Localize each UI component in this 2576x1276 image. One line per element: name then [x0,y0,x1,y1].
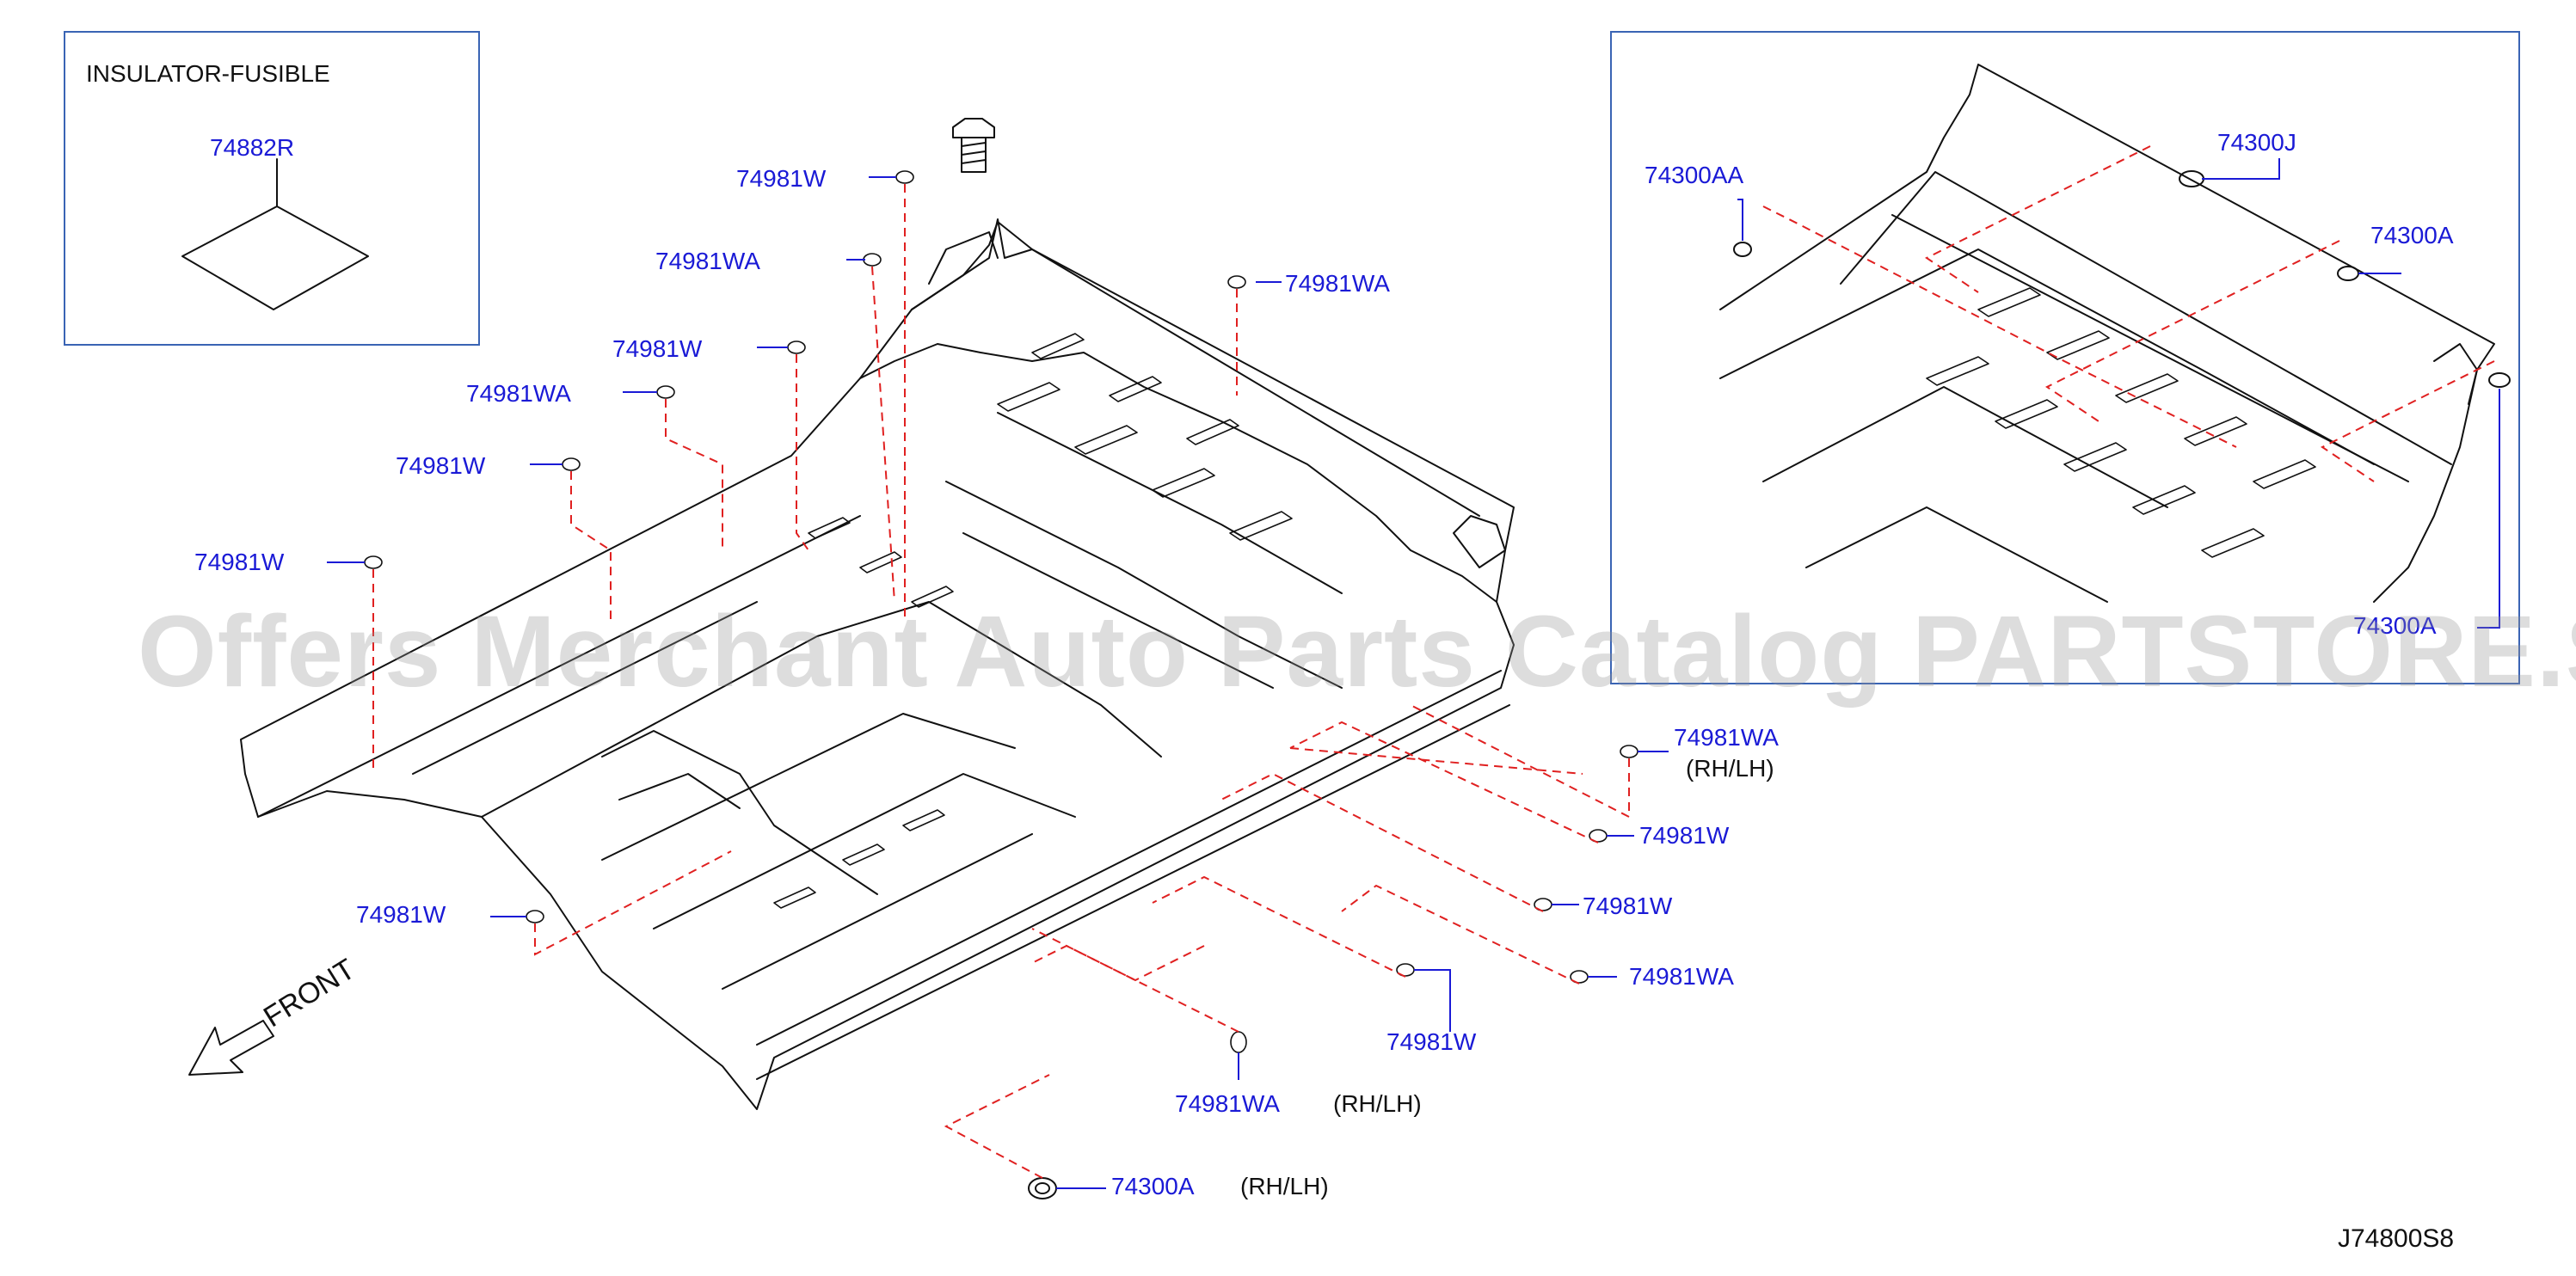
clip-icon [1028,1177,1057,1199]
part-74300J[interactable]: 74300J [2217,129,2296,156]
callout-74981WA[interactable]: 74981WA [1285,270,1390,297]
callout-74981W[interactable]: 74981W [1386,1028,1477,1055]
inset-title: INSULATOR-FUSIBLE [86,60,330,87]
callout-74981WA[interactable]: 74981WA [466,380,571,407]
callout-74981W[interactable]: 74981W [736,165,827,192]
note-rhlh: (RH/LH) [1686,755,1774,782]
callout-74981W[interactable]: 74981W [612,335,703,362]
watermark: Offers Merchant Auto Parts Catalog PARTS… [138,595,2576,709]
insulator-shape [181,206,369,310]
callout-74981W[interactable]: 74981W [396,452,486,479]
bolt-icon [952,118,995,173]
part-74300A-inset-lower[interactable]: 74300A [2353,612,2437,639]
part-74300AA[interactable]: 74300AA [1645,162,1744,188]
part-74882R[interactable]: 74882R [210,134,295,161]
note-rhlh: (RH/LH) [1240,1173,1329,1199]
inset-insulator-box [64,31,480,346]
callout-74981WA[interactable]: 74981WA [1175,1090,1280,1117]
note-rhlh: (RH/LH) [1333,1090,1422,1117]
callout-74981W[interactable]: 74981W [194,549,285,575]
callout-74981W[interactable]: 74981W [1583,893,1673,919]
diagram-code: J74800S8 [2338,1224,2455,1253]
front-arrow-icon [188,1020,274,1076]
inset-rear-box [1610,31,2520,684]
callout-74981W[interactable]: 74981W [356,901,446,928]
callout-74981W[interactable]: 74981W [1639,822,1730,849]
callout-74300A[interactable]: 74300A [1111,1173,1195,1199]
part-74300A-inset[interactable]: 74300A [2370,222,2454,248]
callout-74981WA[interactable]: 74981WA [1629,963,1734,990]
callout-74981WA[interactable]: 74981WA [655,248,760,274]
callout-74981WA[interactable]: 74981WA [1674,724,1779,751]
